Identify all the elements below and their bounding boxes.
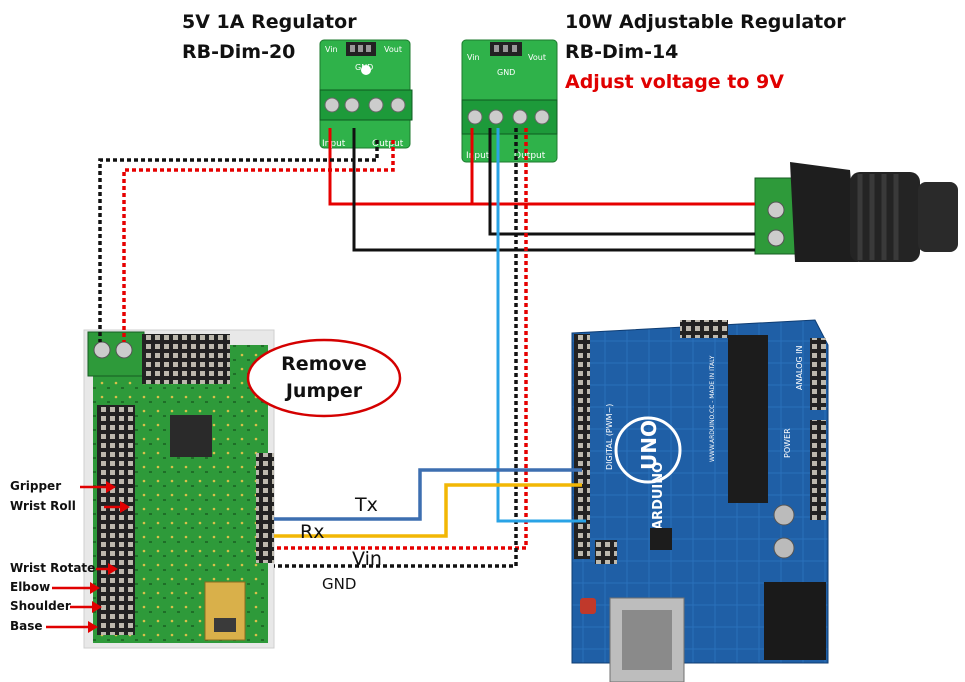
signal-label-gnd: GND <box>322 575 357 593</box>
regulator-10w-pin-gnd: GND <box>497 68 515 77</box>
arduino-board-name: UNO <box>637 420 661 470</box>
dc-barrel-jack-icon <box>754 162 958 262</box>
remove-jumper-line1: Remove <box>281 353 367 375</box>
regulator-10w-pin-vin: Vin <box>467 53 480 62</box>
regulator-5v-pin-gnd: GND <box>355 63 373 72</box>
arduino-digital-label: DIGITAL (PWM~) <box>605 404 614 470</box>
regulator-5v-board: Vin GND Vout Input Output <box>319 39 413 149</box>
servo-header-top <box>142 334 230 384</box>
regulator-5v-model: RB-Dim-20 <box>182 41 296 63</box>
remove-jumper-callout <box>246 338 402 418</box>
regulator-10w-note: Adjust voltage to 9V <box>565 71 784 93</box>
wires <box>98 128 755 568</box>
regulator-5v-input-label: Input <box>322 139 346 149</box>
arduino-analog-label: ANALOG IN <box>795 346 804 391</box>
atmega-chip-icon <box>170 415 212 457</box>
regulator-10w-output-label: Output <box>514 151 546 161</box>
servo-controller-board <box>83 329 275 649</box>
servo-label-wrist-roll: Wrist Roll <box>10 499 76 513</box>
wire-ground-black-5v-in <box>352 128 755 252</box>
wire-gnd-black-dotted <box>274 128 518 568</box>
arduino-power-label: POWER <box>783 428 792 458</box>
wire-tx-blue <box>274 468 582 521</box>
arduino-analog-header <box>810 338 826 410</box>
regulator-10w-title: 10W Adjustable Regulator <box>565 11 846 33</box>
servo-arrows <box>46 481 130 633</box>
regulator-5v-output-label: Output <box>372 139 404 149</box>
reset-button <box>580 598 596 614</box>
dc-barrel-jack-icon <box>764 582 826 660</box>
wire-rx-yellow <box>274 483 582 538</box>
atmega-chip-icon <box>728 335 768 503</box>
regulator-10w-pin-vout: Vout <box>528 53 546 62</box>
arduino-power-header <box>810 420 826 520</box>
regulator-5v-pin-vin: Vin <box>325 45 338 54</box>
arduino-uno-board: UNO ARDUINO DIGITAL (PWM~) ANALOG IN POW… <box>571 319 829 682</box>
signal-label-rx: Rx <box>300 521 325 543</box>
servo-label-base: Base <box>10 619 43 633</box>
wire-arduino-5v-cyan <box>496 128 586 523</box>
wire-5v-out-black-dotted <box>98 140 379 342</box>
arduino-digital-header <box>574 334 590 559</box>
wire-power-red-5v-in <box>328 128 472 206</box>
mini-usb-port-icon <box>204 581 246 641</box>
wire-ground-black <box>488 128 755 236</box>
remove-jumper-line2: Jumper <box>285 380 363 402</box>
servo-label-shoulder: Shoulder <box>10 599 71 613</box>
regulator-10w-board: Vin GND Vout Input Output <box>461 39 558 163</box>
arduino-site-label: WWW.ARDUINO.CC - MADE IN ITALY <box>709 355 716 462</box>
servo-label-gripper: Gripper <box>10 479 62 493</box>
servo-label-elbow: Elbow <box>10 580 51 594</box>
servo-label-wrist-rotate: Wrist Rotate <box>10 561 96 575</box>
serial-header <box>256 453 274 563</box>
wire-5v-out-red-dotted <box>122 140 395 342</box>
servo-header-left <box>97 405 135 635</box>
signal-label-tx: Tx <box>355 494 378 516</box>
regulator-10w-model: RB-Dim-14 <box>565 41 679 63</box>
regulator-5v-pin-vout: Vout <box>384 45 402 54</box>
wire-vin-red-dotted <box>274 128 528 550</box>
arduino-brand: ARDUINO <box>651 462 666 530</box>
regulator-5v-title: 5V 1A Regulator <box>182 11 357 33</box>
signal-label-vin: Vin <box>352 548 382 570</box>
regulator-10w-input-label: Input <box>466 151 490 161</box>
